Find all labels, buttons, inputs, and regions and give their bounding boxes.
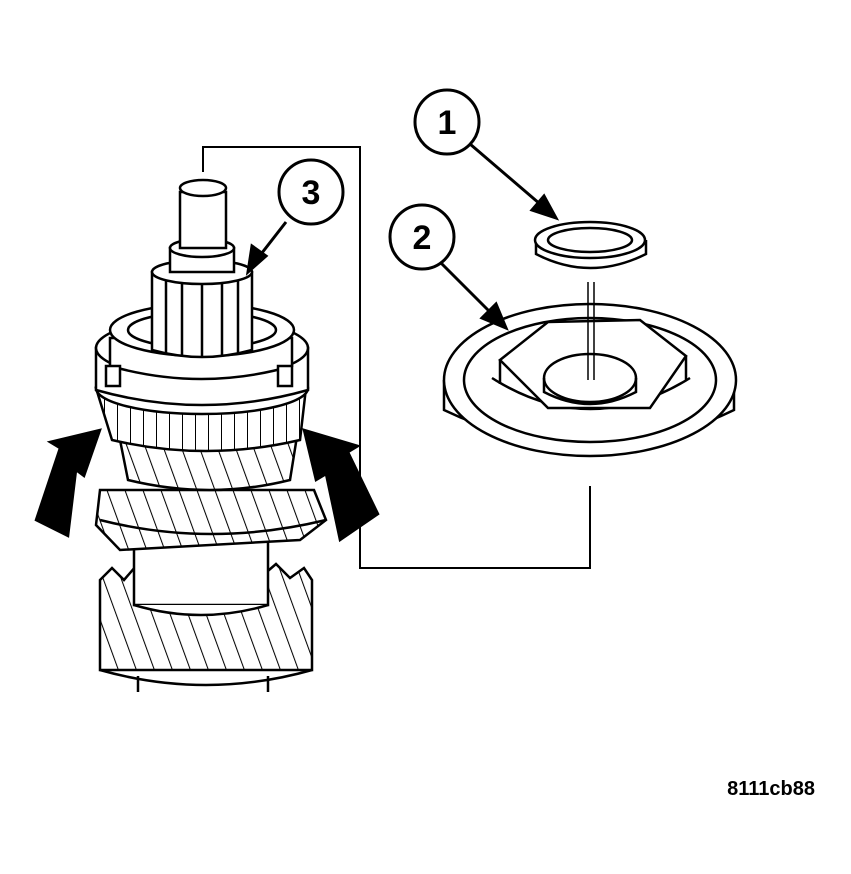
- svg-text:1: 1: [438, 104, 457, 142]
- svg-text:2: 2: [413, 219, 432, 257]
- leader-lines: [245, 142, 560, 331]
- thrust-washer-part: [533, 220, 648, 380]
- lower-gear: [98, 533, 314, 692]
- splined-shaft: [150, 178, 254, 359]
- push-arrow-left: [34, 428, 102, 538]
- callout-2: 2: [388, 203, 456, 271]
- clutch-ring-part: [442, 302, 738, 458]
- middle-helical-gear: [94, 488, 328, 552]
- assembly-bracket: [202, 146, 591, 569]
- shaft-assembly: [34, 178, 380, 692]
- svg-text:3: 3: [302, 174, 321, 212]
- callout-1: 1: [413, 88, 481, 156]
- callout-3: 3: [277, 158, 345, 226]
- push-arrow-right: [302, 428, 380, 543]
- figure-code: 8111cb88: [727, 778, 815, 800]
